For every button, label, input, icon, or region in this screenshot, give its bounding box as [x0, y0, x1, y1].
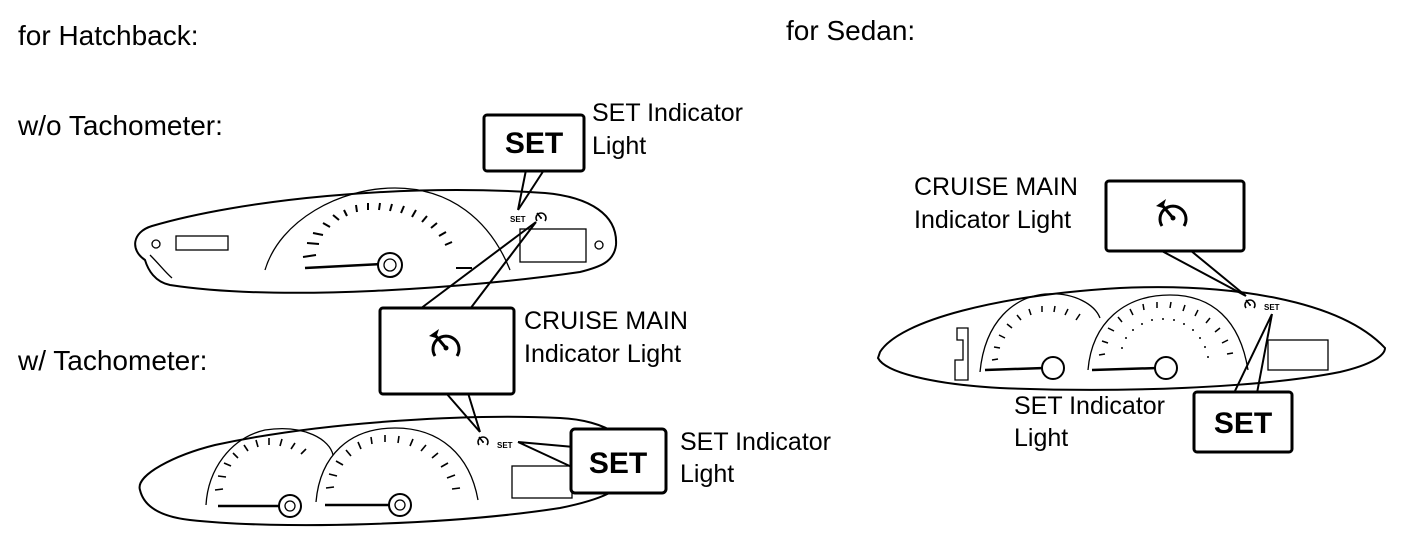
set-callout-text-1: SET: [505, 127, 563, 160]
cruise-callout-box-1: [378, 306, 516, 396]
set-callout-box-3: [1192, 390, 1294, 454]
set-indicator-label-2a: SET Indicator: [680, 428, 831, 456]
set-callout-box-1: [482, 113, 586, 173]
set-callout-text-2: SET: [589, 447, 647, 480]
cruise-indicator-label-2b: Indicator Light: [914, 206, 1071, 234]
cluster-hatchback-with-tach: SET: [138, 415, 635, 527]
cluster-set-text: SET: [510, 215, 526, 224]
cruise-indicator-label-1a: CRUISE MAIN: [524, 307, 688, 335]
set-indicator-label-2b: Light: [680, 460, 734, 488]
set-indicator-label-3a: SET Indicator: [1014, 392, 1165, 420]
cruise-indicator-label-2a: CRUISE MAIN: [914, 173, 1078, 201]
wo-tachometer-heading: w/o Tachometer:: [17, 110, 223, 141]
cluster-set-text-2: SET: [497, 441, 513, 450]
cluster-hatchback-no-tach: SET: [134, 187, 618, 294]
set-indicator-label-3b: Light: [1014, 424, 1068, 452]
sedan-heading: for Sedan:: [786, 15, 915, 46]
cluster-cruise-icon-3: [1244, 299, 1256, 309]
set-indicator-label-1b: Light: [592, 132, 646, 160]
cluster-cruise-icon: [535, 212, 547, 222]
set-callout-box-2: [569, 427, 668, 495]
cluster-sedan: SET: [876, 286, 1387, 391]
cruise-callout-box-2: [1104, 179, 1246, 253]
set-indicator-label-1a: SET Indicator: [592, 99, 743, 127]
cluster-set-text-3: SET: [1264, 303, 1280, 312]
w-tachometer-heading: w/ Tachometer:: [17, 345, 207, 376]
cruise-indicator-label-1b: Indicator Light: [524, 340, 681, 368]
set-callout-text-3: SET: [1214, 407, 1272, 440]
cluster-cruise-icon-2: [477, 436, 489, 446]
hatchback-heading: for Hatchback:: [18, 20, 199, 51]
